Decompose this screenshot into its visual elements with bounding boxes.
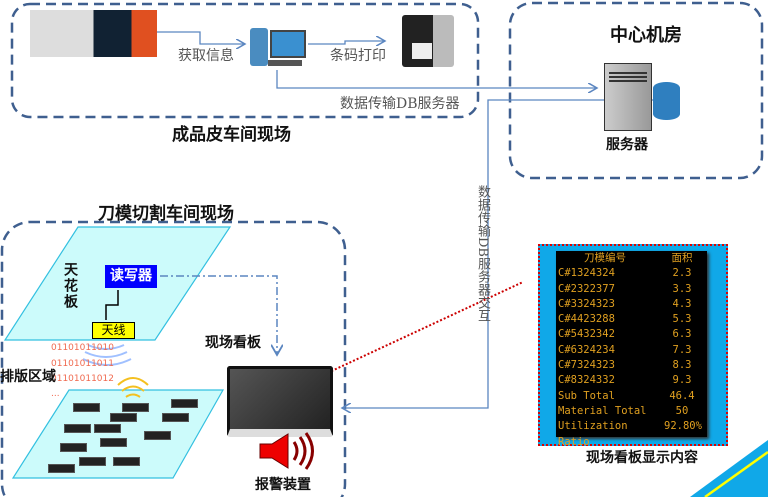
table-row: C#8324332 9.3	[556, 373, 707, 388]
table-row: C#5432342 6.3	[556, 327, 707, 342]
center-room-title: 中心机房	[610, 25, 682, 46]
binary-line: 01101011010	[51, 343, 114, 353]
row-value: 7.3	[672, 343, 692, 356]
row-value: 2.3	[672, 267, 692, 280]
antenna-box: 天线	[92, 322, 135, 339]
row-value: 9.3	[672, 374, 692, 387]
reader-box: 读写器	[105, 265, 157, 288]
database-icon	[653, 82, 680, 120]
row-label: C#3324323	[558, 297, 615, 310]
row-label: C#2322377	[558, 282, 615, 295]
table-row: C#4423288 5.3	[556, 312, 707, 327]
row-label: C#6324234	[558, 343, 615, 356]
table-row: C#7324323 8.3	[556, 358, 707, 373]
center-room-boundary	[508, 1, 764, 180]
monitor-icon	[227, 366, 333, 437]
table-row: C#1324324 2.3	[556, 266, 707, 281]
layout-plane	[11, 389, 225, 479]
alarm-label: 报警装置	[255, 477, 311, 493]
binary-line: ...	[51, 389, 60, 399]
table-row: C#6324234 7.3	[556, 343, 707, 358]
row-value: 4.3	[672, 297, 692, 310]
computer-icon	[250, 28, 306, 68]
row-value: 3.3	[672, 282, 692, 295]
board-label: 现场看板	[205, 335, 261, 351]
barcode-print-label: 条码打印	[330, 48, 386, 64]
table-header: 刀模编号面积	[584, 252, 693, 264]
layout-area-label: 排版区域	[0, 369, 56, 385]
bottom-workshop-title: 刀模切割车间现场	[98, 204, 234, 224]
row-label: C#8324332	[558, 374, 615, 387]
table-row: Utilization Ratio 92.80%	[556, 419, 707, 448]
alarm-speaker-icon	[258, 432, 318, 470]
top-workshop-boundary	[10, 2, 480, 119]
row-label: C#1324324	[558, 267, 615, 280]
row-label: C#5432342	[558, 328, 615, 341]
table-row: C#3324323 4.3	[556, 297, 707, 312]
server-icon	[604, 63, 652, 131]
row-label: C#7324323	[558, 359, 615, 372]
rfid-device-photo	[30, 10, 157, 57]
top-workshop-title: 成品皮车间现场	[172, 125, 291, 145]
table-row: C#2322377 3.3	[556, 282, 707, 297]
row-value: 92.80%	[664, 420, 702, 433]
db-interaction-label: 数据传输DB服务器交互	[475, 185, 490, 322]
row-value: 46.4	[669, 389, 695, 402]
row-value: 5.3	[672, 313, 692, 326]
server-label: 服务器	[606, 137, 648, 153]
binary-line: 01101011012	[51, 374, 114, 384]
row-value: 8.3	[672, 359, 692, 372]
table-row: Material Total 50	[556, 404, 707, 419]
display-caption: 现场看板显示内容	[586, 450, 698, 466]
ceiling-label: 天花板	[62, 262, 78, 310]
barcode-printer-icon	[402, 15, 454, 67]
row-value: 50	[675, 404, 689, 417]
table-row: Sub Total 46.4	[556, 389, 707, 404]
row-value: 6.3	[672, 328, 692, 341]
row-label: Utilization Ratio	[558, 420, 628, 448]
db-transfer-label: 数据传输DB服务器	[340, 96, 460, 112]
get-info-label: 获取信息	[178, 48, 234, 64]
row-label: C#4423288	[558, 313, 615, 326]
binary-line: 01101011011	[51, 359, 114, 369]
bottom-workshop-boundary	[0, 220, 347, 497]
row-label: Sub Total	[558, 389, 615, 402]
row-label: Material Total	[558, 404, 647, 417]
